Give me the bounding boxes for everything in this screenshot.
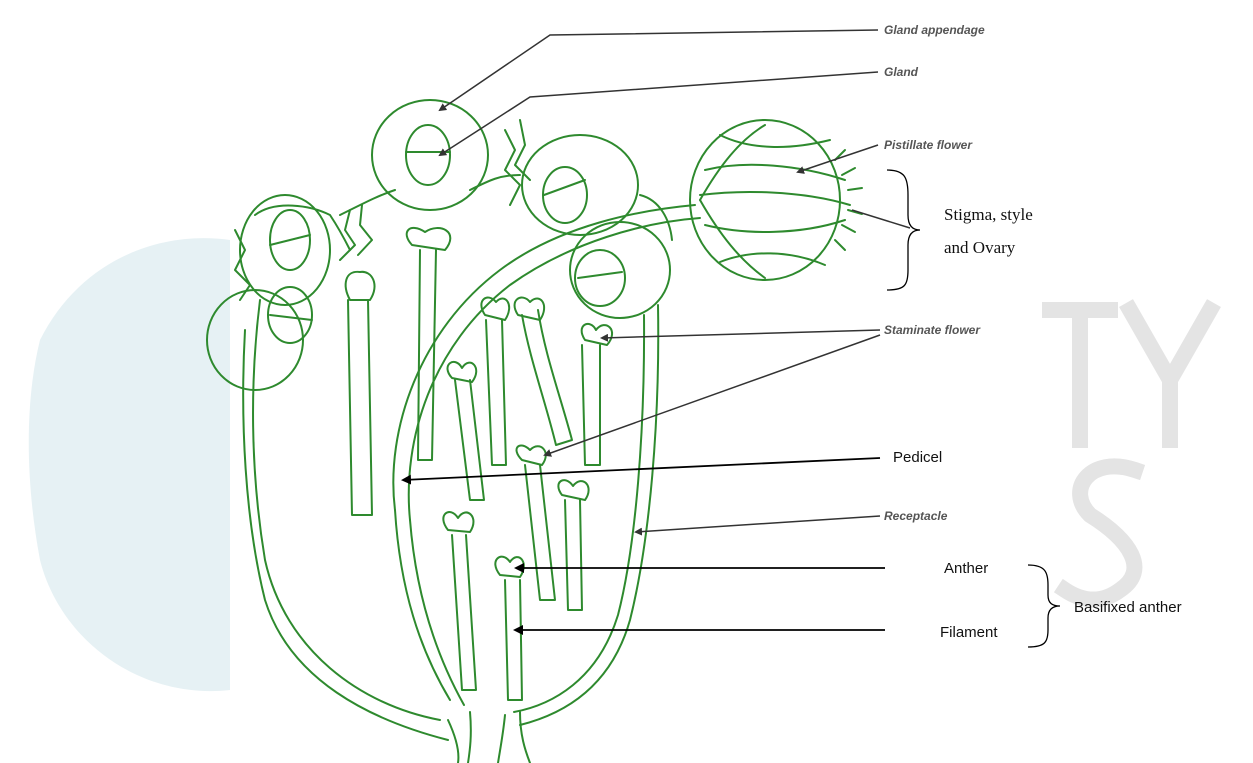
label-stigma-line1: Stigma, style bbox=[944, 205, 1033, 224]
label-anther: Anther bbox=[944, 560, 988, 577]
label-gland-appendage: Gland appendage bbox=[884, 23, 985, 37]
label-gland: Gland bbox=[884, 65, 919, 79]
label-filament: Filament bbox=[940, 624, 998, 641]
label-pistillate-flower: Pistillate flower bbox=[884, 138, 973, 152]
watermark bbox=[29, 238, 1210, 691]
label-basifixed-anther: Basifixed anther bbox=[1074, 599, 1182, 616]
label-staminate-flower: Staminate flower bbox=[884, 323, 981, 337]
cyathium-drawing bbox=[207, 100, 862, 763]
label-stigma-line2: and Ovary bbox=[944, 238, 1016, 257]
label-pedicel: Pedicel bbox=[893, 449, 942, 466]
pointer-lines bbox=[403, 30, 910, 630]
label-receptacle: Receptacle bbox=[884, 509, 948, 523]
